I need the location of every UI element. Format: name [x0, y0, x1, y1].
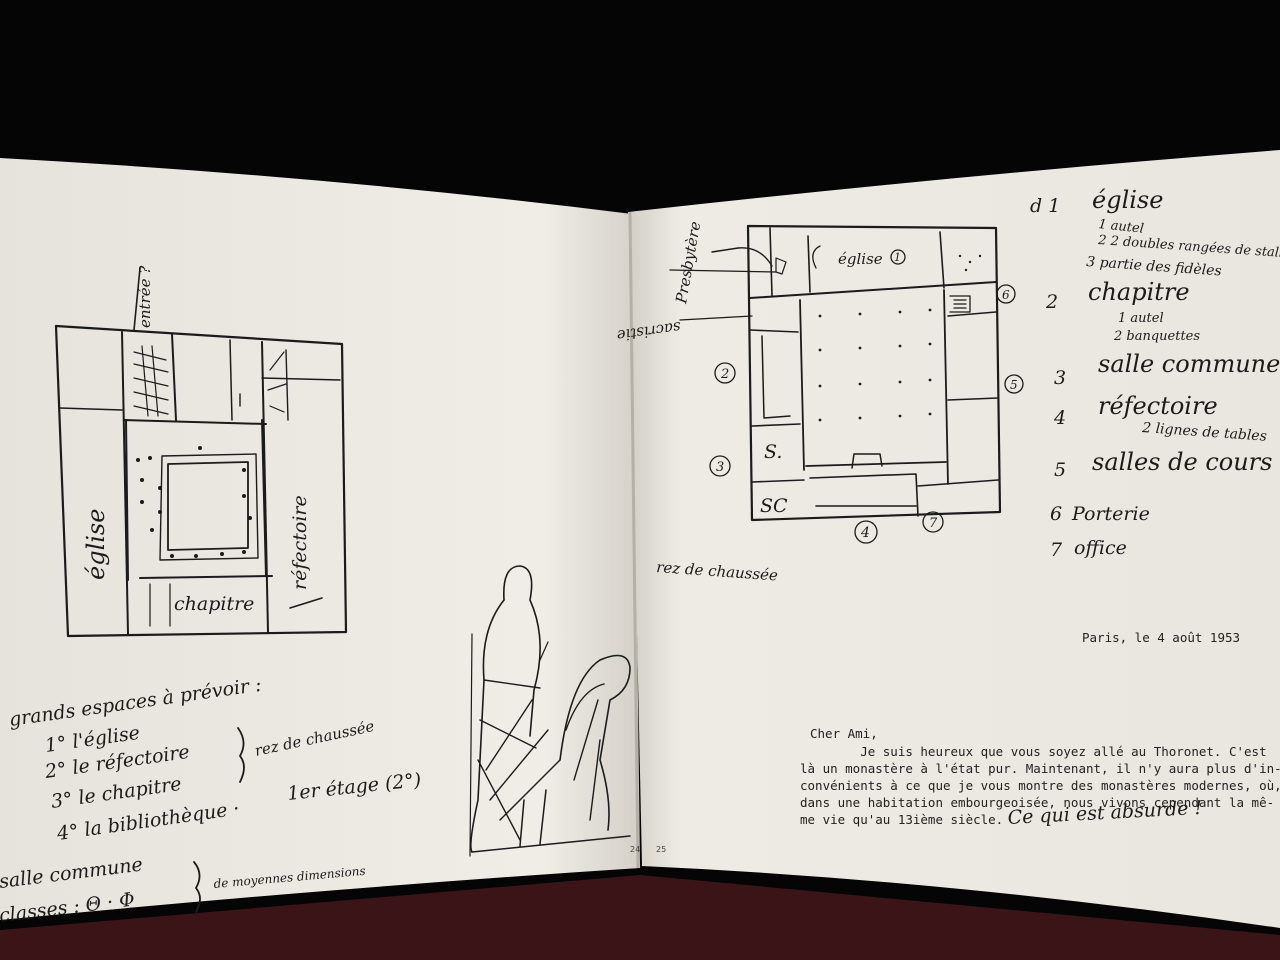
- circle-number-5: 5: [1010, 378, 1018, 392]
- gutter: [628, 211, 640, 869]
- letter-line-4: dans une habitation embourgeoisée, nous …: [800, 795, 1274, 810]
- legend-item-church: église: [1092, 186, 1163, 214]
- circled-numbers: [709, 249, 1024, 544]
- plan-label-refectory: réfectoire: [289, 495, 311, 590]
- plan-legend: d 1 église 1 autel 2 2 doubles rangées d…: [1030, 186, 1280, 561]
- legend-num-4: 4: [1053, 407, 1066, 429]
- right-plan-label-church: église: [838, 250, 883, 268]
- letter-line-2: là un monastère à l'état pur. Maintenant…: [800, 761, 1280, 776]
- circle-number-4: 4: [860, 525, 870, 541]
- circle-number-2: 2: [720, 367, 729, 382]
- legend-num-7: 7: [1050, 539, 1063, 561]
- typed-letter: Paris, le 4 août 1953 Cher Ami, Je suis …: [800, 630, 1280, 829]
- legend-code: d 1: [1030, 195, 1060, 217]
- circle-number-6: 6: [1002, 288, 1010, 302]
- plan-label-chapter: chapitre: [174, 593, 254, 615]
- left-page: [0, 158, 640, 920]
- book-cover-edge: [0, 875, 1280, 960]
- letter-place-date: Paris, le 4 août 1953: [1082, 630, 1240, 645]
- left-page-number: 24: [630, 845, 640, 854]
- right-page-number: 25: [656, 845, 666, 854]
- brace-average: [193, 861, 201, 913]
- legend-num-3: 3: [1054, 367, 1066, 389]
- left-plan-sketch: [54, 267, 348, 638]
- legend-item-office: office: [1074, 537, 1127, 559]
- legend-item-porter: Porterie: [1071, 503, 1150, 525]
- room-mark-s: S.: [764, 441, 782, 463]
- legend-num-2: 2: [1045, 291, 1058, 313]
- circle-number-3: 3: [716, 460, 724, 475]
- figure-sketch: [469, 565, 631, 857]
- letter-salutation: Cher Ami,: [810, 726, 878, 741]
- brace-ground-floor: [237, 727, 245, 783]
- column-dots: [136, 446, 252, 558]
- right-page: [628, 150, 1280, 928]
- legend-sub-benches: 2 banquettes: [1113, 329, 1200, 344]
- legend-item-classrooms: salles de cours: [1092, 448, 1272, 476]
- legend-item-refectory: réfectoire: [1098, 392, 1218, 420]
- circle-number-1: 1: [894, 251, 901, 264]
- letter-line-5: me vie qu'au 13ième siècle.: [800, 812, 1003, 827]
- legend-num-6: 6: [1050, 503, 1062, 525]
- plan-label-church: église: [82, 509, 110, 580]
- legend-item-common-room: salle commune: [1098, 350, 1280, 378]
- legend-item-chapter: chapitre: [1088, 278, 1190, 306]
- letter-line-3: convénients à ce que je vous montre des …: [800, 778, 1280, 793]
- plan-label-entry: entrée ?: [136, 265, 154, 328]
- right-plan-sketch: 1 2 3 4 5 6 7: [669, 224, 1024, 544]
- room-mark-sc: SC: [760, 495, 788, 517]
- legend-num-5: 5: [1054, 459, 1066, 481]
- legend-sub-altar: 1 autel: [1098, 217, 1145, 237]
- legend-sub-chapter-altar: 1 autel: [1118, 311, 1164, 326]
- letter-line-1: Je suis heureux que vous soyez allé au T…: [800, 744, 1267, 759]
- circle-number-7: 7: [929, 516, 938, 531]
- right-plan-dots: [818, 254, 982, 422]
